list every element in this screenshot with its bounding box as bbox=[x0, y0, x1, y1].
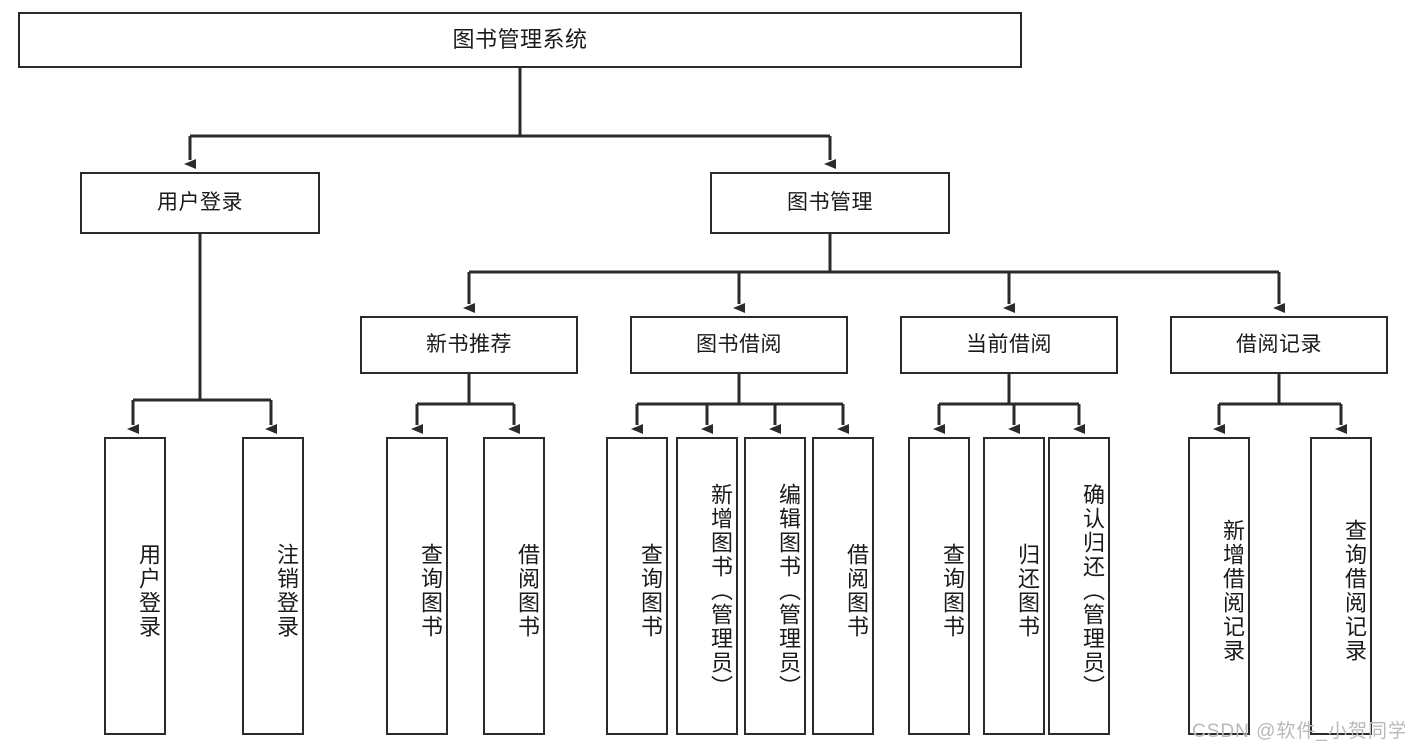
node-label: 新增图书（管理员） bbox=[708, 483, 733, 699]
node-label: 借阅图书 bbox=[844, 543, 869, 639]
node-label: 新增借阅记录 bbox=[1220, 519, 1245, 663]
node-current-borrowing[interactable]: 当前借阅 bbox=[900, 316, 1118, 374]
node-user-login[interactable]: 用户登录 bbox=[80, 172, 320, 234]
node-label: 查询图书 bbox=[940, 543, 965, 639]
node-leaf-borrow-books-recommend[interactable]: 借阅图书 bbox=[483, 437, 545, 735]
node-root-system[interactable]: 图书管理系统 bbox=[18, 12, 1022, 68]
node-borrow-records[interactable]: 借阅记录 bbox=[1170, 316, 1388, 374]
node-leaf-query-borrow-record[interactable]: 查询借阅记录 bbox=[1310, 437, 1372, 735]
csdn-watermark: CSDN @软件_小贺同学 bbox=[1192, 721, 1405, 742]
node-label: 查询图书 bbox=[418, 543, 443, 639]
node-label: 当前借阅 bbox=[966, 332, 1052, 356]
node-label: 图书借阅 bbox=[696, 332, 782, 356]
node-label: 确认归还（管理员） bbox=[1080, 483, 1105, 699]
node-label: 编辑图书（管理员） bbox=[776, 483, 801, 699]
node-label: 用户登录 bbox=[157, 190, 243, 214]
node-label: 查询借阅记录 bbox=[1342, 519, 1367, 663]
node-label: 用户登录 bbox=[136, 543, 161, 639]
node-leaf-user-login[interactable]: 用户登录 bbox=[104, 437, 166, 735]
node-label: 新书推荐 bbox=[426, 332, 512, 356]
node-label: 借阅图书 bbox=[515, 543, 540, 639]
node-leaf-confirm-return-admin[interactable]: 确认归还（管理员） bbox=[1048, 437, 1110, 735]
node-label: 归还图书 bbox=[1015, 543, 1040, 639]
node-leaf-return-books[interactable]: 归还图书 bbox=[983, 437, 1045, 735]
node-root-label: 图书管理系统 bbox=[452, 27, 588, 53]
node-new-book-recommendation[interactable]: 新书推荐 bbox=[360, 316, 578, 374]
node-leaf-query-books-current[interactable]: 查询图书 bbox=[908, 437, 970, 735]
node-label: 借阅记录 bbox=[1236, 332, 1322, 356]
node-leaf-borrow-books[interactable]: 借阅图书 bbox=[812, 437, 874, 735]
node-leaf-query-books-recommend[interactable]: 查询图书 bbox=[386, 437, 448, 735]
node-leaf-add-borrow-record[interactable]: 新增借阅记录 bbox=[1188, 437, 1250, 735]
node-book-management[interactable]: 图书管理 bbox=[710, 172, 950, 234]
node-label: 图书管理 bbox=[787, 190, 873, 214]
node-book-borrowing[interactable]: 图书借阅 bbox=[630, 316, 848, 374]
node-label: 查询图书 bbox=[638, 543, 663, 639]
node-leaf-add-book-admin[interactable]: 新增图书（管理员） bbox=[676, 437, 738, 735]
node-leaf-logout[interactable]: 注销登录 bbox=[242, 437, 304, 735]
node-label: 注销登录 bbox=[274, 543, 299, 639]
node-leaf-query-books-borrow[interactable]: 查询图书 bbox=[606, 437, 668, 735]
node-leaf-edit-book-admin[interactable]: 编辑图书（管理员） bbox=[744, 437, 806, 735]
